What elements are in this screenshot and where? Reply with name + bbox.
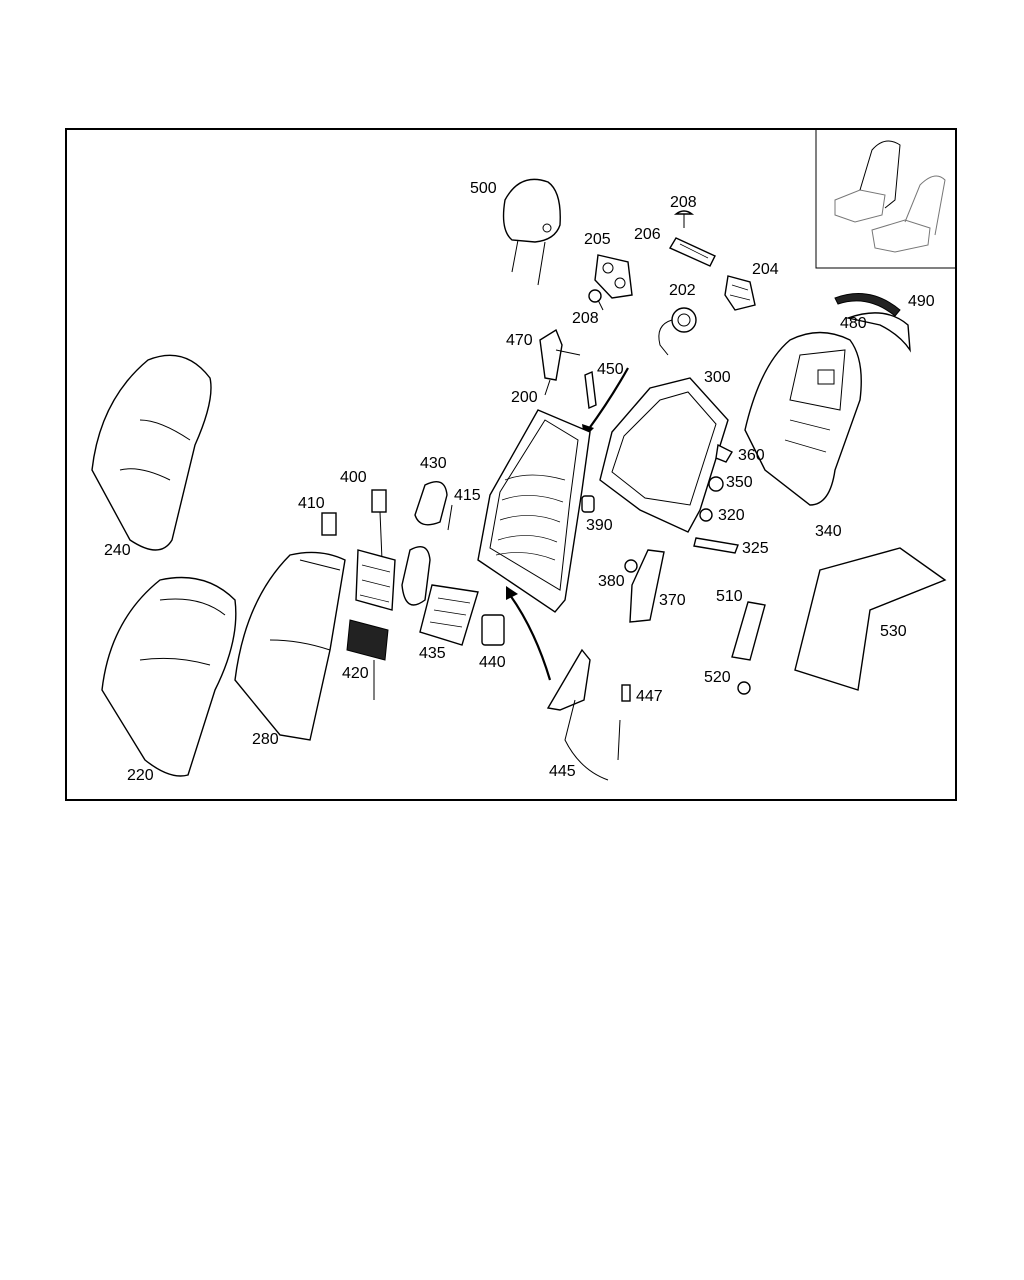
- callout-205: 205: [584, 231, 611, 248]
- callout-447: 447: [636, 688, 663, 705]
- callout-410: 410: [298, 495, 325, 512]
- callout-208-upper: 208: [670, 194, 697, 211]
- callout-220: 220: [127, 767, 154, 784]
- backrest-cover-240: [91, 354, 212, 551]
- callout-202: 202: [669, 282, 696, 299]
- trim-480: [834, 293, 901, 317]
- screw-208-lower: [588, 289, 604, 311]
- assembly-arrow-bottom: [509, 594, 552, 681]
- callout-520: 520: [704, 669, 731, 686]
- callout-360: 360: [738, 447, 765, 464]
- callout-340: 340: [815, 523, 842, 540]
- headrest-500: [502, 178, 561, 286]
- connector-447: [621, 684, 631, 702]
- motor-202: [658, 307, 697, 356]
- rod-450: [584, 370, 597, 410]
- part-390: [581, 495, 595, 513]
- callout-390: 390: [586, 517, 613, 534]
- callout-380: 380: [598, 573, 625, 590]
- callout-480: 480: [840, 315, 867, 332]
- callout-300: 300: [704, 369, 731, 386]
- pad-430: [414, 481, 448, 526]
- airbag-445: [546, 648, 621, 781]
- strap-325: [693, 537, 739, 554]
- callout-490: 490: [908, 293, 935, 310]
- trim-490: [845, 312, 911, 353]
- clip-350: [708, 476, 724, 492]
- callout-500: 500: [470, 180, 497, 197]
- clip-360: [715, 443, 733, 463]
- pad-left: [401, 546, 431, 606]
- arrowhead-bottom: [506, 586, 518, 600]
- label-410: [321, 512, 337, 536]
- backrest-cover-220: [101, 576, 237, 777]
- screw-208-upper: [673, 210, 695, 228]
- callout-240: 240: [104, 542, 131, 559]
- callout-510: 510: [716, 588, 743, 605]
- cushion-530: [794, 547, 947, 691]
- callout-208-lower: 208: [572, 310, 599, 327]
- callout-350: 350: [726, 474, 753, 491]
- pin-415: [447, 504, 453, 531]
- module-440: [481, 614, 505, 646]
- callout-415: 415: [454, 487, 481, 504]
- mat-400: [355, 549, 396, 611]
- callout-420: 420: [342, 665, 369, 682]
- callout-320: 320: [718, 507, 745, 524]
- callout-370: 370: [659, 592, 686, 609]
- assembly-arrow-top: [587, 367, 629, 431]
- callout-470: 470: [506, 332, 533, 349]
- locator-inset: [815, 128, 957, 269]
- callout-430: 430: [420, 455, 447, 472]
- callout-325: 325: [742, 540, 769, 557]
- backrest-pad-280: [234, 551, 346, 741]
- callout-204: 204: [752, 261, 779, 278]
- clip-320: [699, 508, 713, 522]
- callout-445: 445: [549, 763, 576, 780]
- panel-510: [731, 601, 766, 661]
- screw-520: [737, 681, 751, 695]
- frame-200: [477, 409, 591, 613]
- callout-400: 400: [340, 469, 367, 486]
- callout-530: 530: [880, 623, 907, 640]
- lumbar-435: [419, 584, 479, 646]
- bracket-204: [724, 275, 756, 311]
- callout-206: 206: [634, 226, 661, 243]
- callout-450: 450: [597, 361, 624, 378]
- grommet-380: [624, 559, 638, 573]
- callout-280: 280: [252, 731, 279, 748]
- heater-420: [346, 619, 389, 700]
- callout-440: 440: [479, 654, 506, 671]
- back-cover-340: [744, 331, 862, 506]
- callout-435: 435: [419, 645, 446, 662]
- harness-470: [539, 328, 581, 396]
- backrest-frame-300: [599, 377, 729, 533]
- guide-206: [668, 237, 716, 267]
- panel-370: [629, 549, 665, 623]
- module-400: [371, 489, 387, 561]
- bracket-205: [594, 254, 633, 299]
- callout-200: 200: [511, 389, 538, 406]
